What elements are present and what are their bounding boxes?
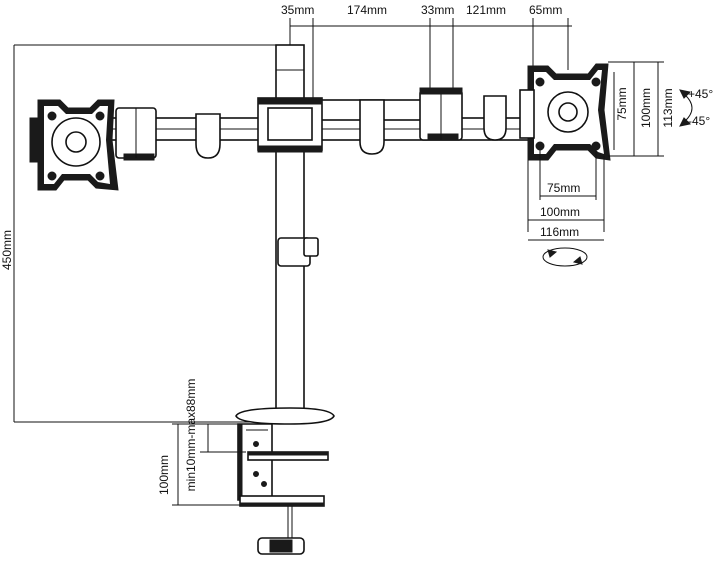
- arm-joint-right: [419, 87, 463, 141]
- rotate-arrow-icon: [542, 247, 588, 267]
- right-plate-horizontal-dimensions: [527, 150, 605, 241]
- dim-174mm-label: 174mm: [347, 3, 387, 17]
- cable-clip-right: [483, 95, 507, 141]
- tilt-plus-label: +45°: [688, 87, 713, 101]
- cable-clip-middle: [359, 99, 385, 155]
- height-dimension-lines: [13, 44, 290, 423]
- left-vesa-plate: [29, 99, 119, 191]
- desk-clamp: [237, 423, 329, 555]
- cable-clip-left: [195, 113, 221, 159]
- arm-joint-left: [115, 107, 157, 161]
- dim-33mm-label: 33mm: [421, 3, 454, 17]
- dim-clamp-range-label: min10mm-max88mm: [184, 379, 198, 492]
- dim-h75mm-label: 75mm: [547, 181, 580, 195]
- dim-450mm-label: 450mm: [0, 230, 14, 270]
- dim-121mm-label: 121mm: [466, 3, 506, 17]
- tilt-arrow-icon: [679, 89, 693, 127]
- dim-h116mm-label: 116mm: [540, 225, 579, 239]
- tilt-minus-label: -45°: [688, 114, 710, 128]
- base-plate: [235, 407, 335, 425]
- right-plate-vertical-dimensions: [608, 61, 664, 157]
- center-hub: [257, 97, 323, 153]
- dim-v100mm-label: 100mm: [639, 88, 653, 128]
- right-vesa-plate: [519, 63, 611, 161]
- dim-clamp-height-label: 100mm: [157, 455, 171, 495]
- dim-v113mm-label: 113mm: [661, 88, 675, 127]
- dim-35mm-label: 35mm: [281, 3, 314, 17]
- dim-v75mm-label: 75mm: [615, 87, 629, 120]
- clamp-dimension-lines: [172, 423, 246, 506]
- top-dimension-lines: [289, 18, 572, 98]
- dim-h100mm-label: 100mm: [540, 205, 580, 219]
- dim-65mm-label: 65mm: [529, 3, 562, 17]
